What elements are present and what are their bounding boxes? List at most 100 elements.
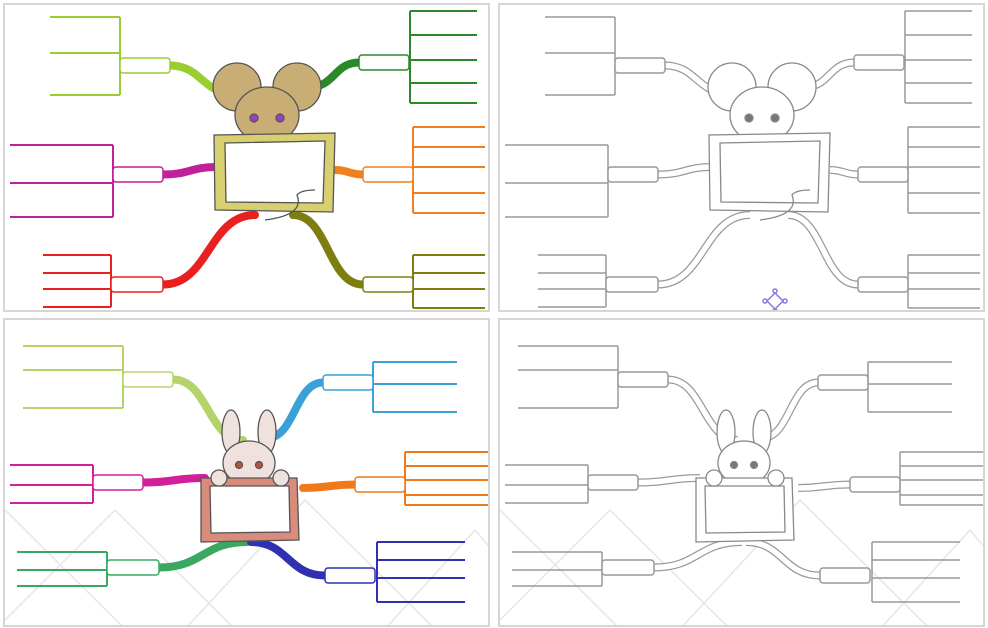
- branch-connector: [331, 166, 367, 179]
- topic-box[interactable]: [819, 567, 871, 584]
- topic-box[interactable]: [106, 559, 160, 576]
- subtopic-lines: [409, 10, 477, 104]
- eye: [729, 460, 739, 470]
- topic-box[interactable]: [358, 54, 410, 71]
- template-mouse-outline[interactable]: [498, 3, 985, 312]
- topic-box[interactable]: [614, 57, 666, 74]
- topic-box[interactable]: [607, 166, 659, 183]
- topic-box[interactable]: [587, 474, 639, 491]
- branch-middle-left[interactable]: [505, 144, 713, 218]
- branch-connector: [299, 480, 359, 492]
- topic-box[interactable]: [119, 57, 171, 74]
- subtopic-lines: [23, 345, 124, 409]
- template-rabbit-color[interactable]: [3, 318, 490, 627]
- branch-top-right[interactable]: [804, 10, 972, 104]
- subtopic-lines: [404, 451, 488, 506]
- branch-bottom-left[interactable]: [17, 538, 251, 587]
- subtopic-lines: [412, 126, 485, 214]
- branch-connector: [159, 211, 259, 289]
- topic-box[interactable]: [605, 276, 659, 293]
- topic-box[interactable]: [322, 374, 374, 391]
- branch-connector: [155, 538, 251, 572]
- topic-box[interactable]: [857, 166, 909, 183]
- branch-middle-left[interactable]: [10, 144, 221, 218]
- branch-middle-right[interactable]: [299, 451, 490, 506]
- topic-box[interactable]: [324, 567, 376, 584]
- subtopic-lines: [867, 361, 952, 413]
- subtopic-lines: [43, 254, 112, 308]
- branch-top-left[interactable]: [50, 16, 237, 97]
- branch-top-left[interactable]: [23, 345, 247, 444]
- topic-box[interactable]: [601, 559, 655, 576]
- branch-top-right[interactable]: [263, 361, 457, 442]
- subtopic-lines: [412, 254, 485, 309]
- subtopic-lines: [904, 10, 972, 104]
- branch-middle-right[interactable]: [331, 126, 485, 214]
- template-rabbit-outline[interactable]: [498, 318, 985, 627]
- topic-box[interactable]: [354, 476, 406, 493]
- central-topic-area[interactable]: [719, 140, 821, 204]
- subtopic-lines: [538, 254, 607, 308]
- central-topic-area[interactable]: [209, 485, 291, 534]
- subtopic-lines: [545, 16, 616, 96]
- mindmap-canvas: [5, 345, 490, 625]
- branch-connector: [289, 211, 367, 289]
- branch-bottom-left[interactable]: [538, 211, 751, 308]
- subtopic-lines: [899, 451, 983, 506]
- subtopic-lines: [505, 464, 589, 504]
- topic-box[interactable]: [853, 54, 905, 71]
- eye: [744, 113, 754, 123]
- branch-bottom-right[interactable]: [787, 211, 980, 309]
- subtopic-lines: [372, 361, 457, 413]
- branch-bottom-right[interactable]: [745, 538, 960, 603]
- mindmap-canvas: [505, 10, 980, 310]
- topic-box[interactable]: [110, 276, 164, 293]
- subtopic-lines: [17, 551, 108, 587]
- branch-middle-left[interactable]: [505, 464, 701, 504]
- template-mouse-color[interactable]: [3, 3, 490, 312]
- subtopic-lines: [518, 345, 619, 409]
- branch-top-right[interactable]: [761, 361, 952, 442]
- branch-top-left[interactable]: [518, 345, 739, 444]
- subtopic-lines: [10, 464, 94, 504]
- mindmap-canvas: [10, 10, 485, 309]
- central-topic-area[interactable]: [224, 140, 326, 204]
- branch-connector: [247, 538, 329, 580]
- topic-box[interactable]: [617, 371, 669, 388]
- topic-box[interactable]: [362, 276, 414, 293]
- subtopic-lines: [376, 541, 465, 603]
- subtopic-lines: [871, 541, 960, 603]
- branch-bottom-left[interactable]: [512, 538, 743, 587]
- topic-box[interactable]: [122, 371, 174, 388]
- topic-box[interactable]: [849, 476, 901, 493]
- network-logo-icon: [762, 288, 788, 310]
- branch-middle-left[interactable]: [10, 464, 209, 504]
- branch-bottom-left[interactable]: [43, 211, 259, 308]
- rabbit-character: [695, 409, 795, 543]
- branch-bottom-right[interactable]: [247, 538, 465, 603]
- subtopic-lines: [512, 551, 603, 587]
- topic-box[interactable]: [817, 374, 869, 391]
- central-topic-area[interactable]: [704, 485, 786, 534]
- branch-top-left[interactable]: [545, 16, 729, 97]
- topic-box[interactable]: [92, 474, 144, 491]
- branch-connector: [139, 474, 209, 487]
- eye: [249, 113, 259, 123]
- topic-box[interactable]: [112, 166, 164, 183]
- topic-box[interactable]: [362, 166, 414, 183]
- subtopic-lines: [10, 144, 114, 218]
- subtopic-lines: [907, 126, 980, 214]
- eye: [254, 460, 264, 470]
- eye: [275, 113, 285, 123]
- subtopic-lines: [907, 254, 980, 309]
- branch-middle-right[interactable]: [829, 126, 980, 214]
- mouse-character: [212, 62, 336, 221]
- subtopic-lines: [50, 16, 121, 96]
- topic-box[interactable]: [857, 276, 909, 293]
- branch-middle-right[interactable]: [797, 451, 985, 506]
- mouse-character: [707, 62, 831, 221]
- branch-top-right[interactable]: [306, 10, 477, 104]
- branch-connector: [159, 163, 221, 179]
- eye: [770, 113, 780, 123]
- branch-bottom-right[interactable]: [289, 211, 485, 309]
